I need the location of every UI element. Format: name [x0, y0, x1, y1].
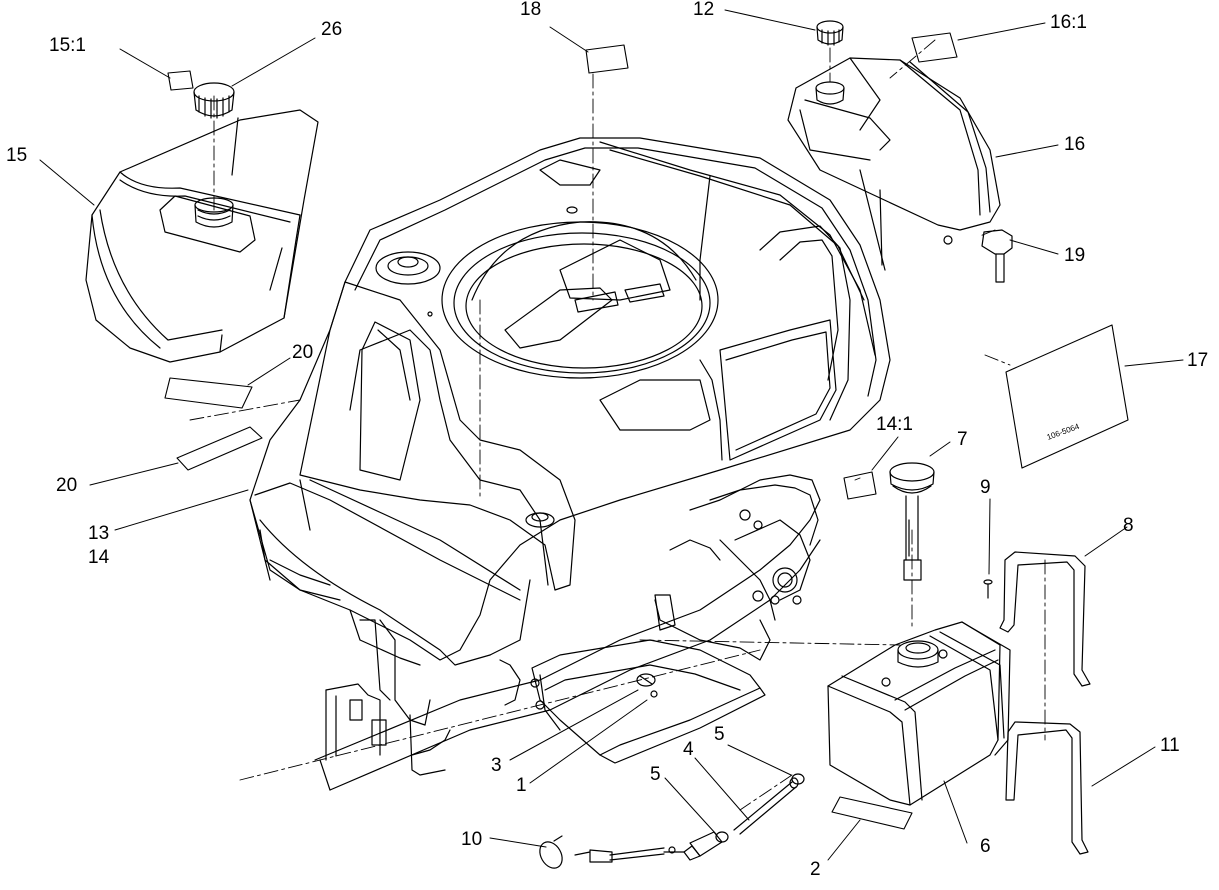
decal-17-text: 106-5064: [1046, 422, 1081, 442]
callout-8: 8: [1123, 515, 1134, 536]
cap-12: [816, 20, 844, 46]
callout-14-1: 14:1: [876, 414, 913, 435]
leader-lines: [39, 9, 1184, 861]
callout-16-1: 16:1: [1050, 12, 1087, 33]
callout-16: 16: [1064, 134, 1086, 155]
screw-9: [983, 579, 993, 599]
callout-19: 19: [1064, 245, 1086, 266]
callout-9: 9: [980, 477, 991, 498]
decal-16-1: [911, 32, 958, 63]
bracket-11: [1005, 721, 1089, 855]
frame: [259, 474, 821, 791]
callout-10: 10: [461, 829, 483, 850]
callout-2: 2: [810, 859, 821, 880]
fuel-filter: [574, 831, 723, 863]
callout-20-lower: 20: [56, 475, 78, 496]
decal-18: [585, 44, 629, 74]
clamp-3-1: [636, 673, 658, 698]
decal-15-1: [167, 70, 194, 91]
callout-11: 11: [1160, 735, 1180, 756]
assembly-lines: [189, 39, 1046, 811]
callout-7: 7: [957, 429, 968, 450]
callout-13: 13: [88, 523, 110, 544]
callout-15-1: 15:1: [49, 35, 86, 56]
decal-20-upper: [164, 377, 253, 409]
fitting-19: [981, 229, 1013, 283]
callout-18: 18: [520, 0, 542, 20]
decal-14-1: [843, 471, 877, 500]
tank-15: [85, 109, 319, 363]
tank-16: [787, 57, 1001, 271]
mount-tray: [530, 594, 771, 764]
caps: [193, 20, 935, 581]
bracket-8: [999, 551, 1091, 687]
fuel-tank-6: [827, 621, 1011, 806]
main-hood: [249, 137, 891, 666]
callout-6: 6: [980, 836, 991, 857]
cap-26: [193, 82, 235, 119]
hose-4: [733, 777, 799, 835]
callout-3: 3: [491, 755, 502, 776]
callout-14: 14: [88, 547, 110, 568]
callout-5-lower: 5: [650, 764, 661, 785]
callout-12: 12: [693, 0, 715, 20]
clamp-10: [539, 835, 563, 869]
callout-17: 17: [1187, 350, 1209, 371]
decal-2: [831, 796, 913, 830]
decals: 106-5064: [164, 32, 1129, 830]
callout-1: 1: [516, 775, 527, 796]
cap-7: [889, 462, 935, 581]
decal-17: [1005, 324, 1129, 469]
callout-15: 15: [6, 145, 28, 166]
callout-20-upper: 20: [292, 342, 314, 363]
decal-20-lower: [176, 426, 263, 471]
callout-4: 4: [683, 739, 694, 760]
callout-26: 26: [321, 19, 343, 40]
callout-5-upper: 5: [714, 724, 725, 745]
